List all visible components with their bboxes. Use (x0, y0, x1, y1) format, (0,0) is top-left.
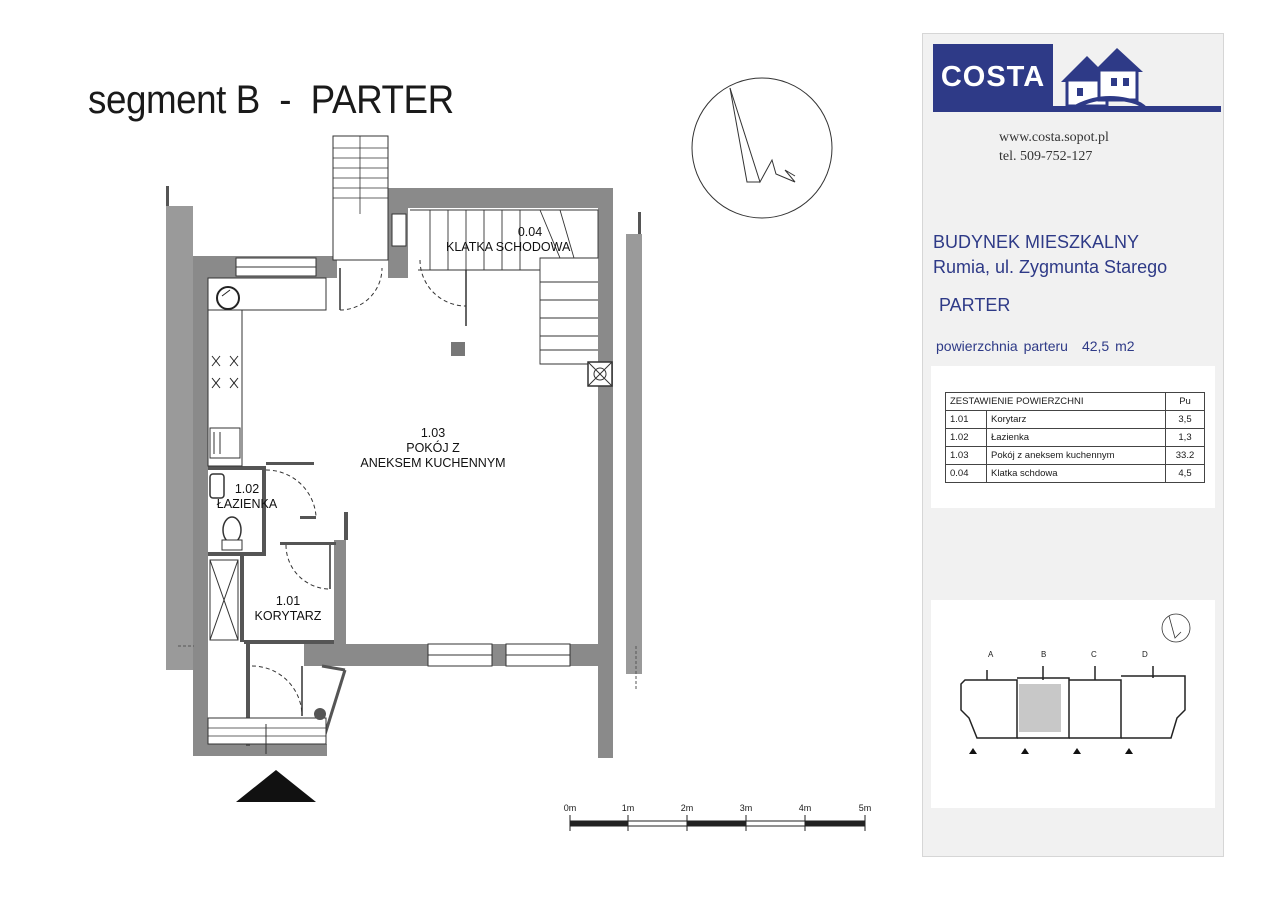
room-label-1-02: 1.02 ŁAZIENKA (212, 482, 282, 512)
room-label-0-04: 0.04 (500, 225, 560, 240)
area-value: 42,5 m2 (1081, 338, 1135, 354)
table-cell: 1,3 (1165, 428, 1205, 447)
room-name-0-04: KLATKA SCHODOWA (446, 240, 606, 255)
table-cell: Łazienka (986, 428, 1166, 447)
site-minimap: A B C D (931, 600, 1215, 808)
walls (166, 135, 642, 758)
scale-ruler (569, 815, 866, 831)
room-name: KORYTARZ (254, 609, 322, 623)
segment-label-a: A (988, 650, 994, 659)
contact-info: www.costa.sopot.pl tel. 509-752-127 (999, 128, 1109, 166)
building-info: BUDYNEK MIESZKALNY Rumia, ul. Zygmunta S… (933, 230, 1167, 280)
entrance-arrow-icon (236, 770, 316, 802)
level-label: PARTER (939, 295, 1011, 315)
logo-box (933, 44, 1053, 110)
room-number: 0.04 (517, 225, 543, 239)
table-cell: Pokój z aneksem kuchennym (986, 446, 1166, 465)
house-logo-icon (1061, 48, 1147, 108)
logo-bar (933, 106, 1221, 112)
table-cell: 1.03 (945, 446, 987, 465)
room-name: POKÓJ Z (406, 441, 460, 455)
table-cell: 1.01 (945, 410, 987, 429)
table-row: 0.04 Klatka schdowa 4,5 (945, 464, 1205, 483)
scale-bar: 0m 1m 2m 3m 4m 5m (560, 803, 880, 843)
area-label: powierzchnia parteru (936, 338, 1068, 354)
room-label-1-01: 1.01 KORYTARZ (240, 594, 336, 624)
website-link[interactable]: www.costa.sopot.pl (999, 130, 1109, 145)
table-header-row: ZESTAWIENIE POWIERZCHNI Pu (945, 392, 1205, 411)
phone-number: tel. 509-752-127 (999, 149, 1093, 164)
building-type: BUDYNEK MIESZKALNY (933, 232, 1140, 252)
table-cell: 33.2 (1165, 446, 1205, 465)
table-row: 1.03 Pokój z aneksem kuchennym 33.2 (945, 446, 1205, 465)
company-logo: COSTA (933, 44, 1221, 112)
scale-label: 3m (739, 803, 753, 813)
table-cell: Korytarz (986, 410, 1166, 429)
logo-text: COSTA (940, 61, 1046, 93)
table-cell: 4,5 (1165, 464, 1205, 483)
scale-label: 2m (680, 803, 694, 813)
room-name: ANEKSEM KUCHENNYM (360, 456, 506, 470)
table-cell: 3,5 (1165, 410, 1205, 429)
table-title: ZESTAWIENIE POWIERZCHNI (945, 392, 1166, 411)
room-number: 1.02 (234, 482, 260, 496)
table-row: 1.02 Łazienka 1,3 (945, 428, 1205, 447)
room-number: 1.03 (420, 426, 446, 440)
area-summary: powierzchnia parteru 42,5 m2 (936, 338, 1135, 354)
area-table: ZESTAWIENIE POWIERZCHNI Pu 1.01 Korytarz… (945, 392, 1205, 483)
info-sidebar: COSTA www.costa.sopot.pl tel. 509-752-12… (922, 33, 1224, 857)
room-name: KLATKA SCHODOWA (446, 240, 571, 254)
minimap-drawing (960, 613, 1191, 754)
building-address: Rumia, ul. Zygmunta Starego (933, 257, 1168, 277)
room-name: ŁAZIENKA (216, 497, 278, 511)
segment-label-b: B (1041, 650, 1047, 659)
segment-label-c: C (1091, 650, 1097, 659)
table-cell: 1.02 (945, 428, 987, 447)
table-unit-header: Pu (1165, 392, 1205, 411)
scale-label: 1m (621, 803, 635, 813)
scale-label: 4m (798, 803, 812, 813)
floor-plan (166, 77, 833, 802)
table-cell: 0.04 (945, 464, 987, 483)
scale-label: 0m (563, 803, 577, 813)
segment-label-d: D (1142, 650, 1148, 659)
north-arrow-icon (691, 77, 833, 219)
scale-label: 5m (858, 803, 872, 813)
page-title: segment B - PARTER (88, 78, 454, 122)
table-row: 1.01 Korytarz 3,5 (945, 410, 1205, 429)
room-number: 1.01 (275, 594, 301, 608)
table-cell: Klatka schdowa (986, 464, 1166, 483)
area-table-panel: ZESTAWIENIE POWIERZCHNI Pu 1.01 Korytarz… (931, 366, 1215, 508)
room-label-1-03: 1.03 POKÓJ Z ANEKSEM KUCHENNYM (353, 426, 513, 471)
